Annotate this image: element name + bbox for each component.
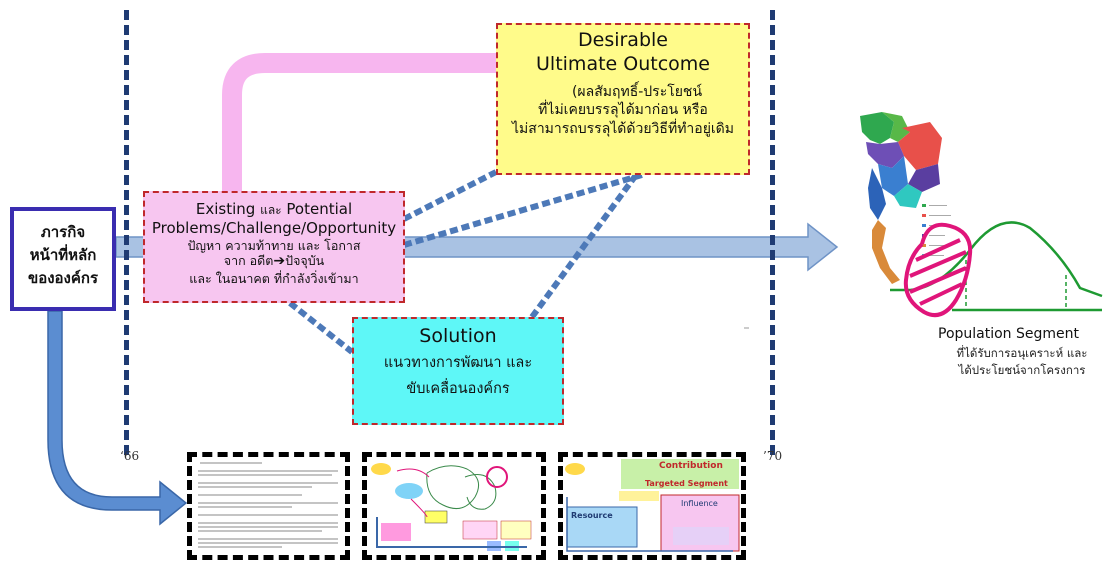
contribution-label: Contribution: [659, 461, 723, 471]
map-region-central2: [878, 156, 908, 196]
document-lines: [198, 462, 338, 548]
thumbnail-contribution: Contribution Targeted Segment Resource I…: [558, 452, 746, 560]
dotted-connector: [402, 169, 498, 222]
year-end-label: ’70: [763, 449, 783, 463]
outcome-title: Desirable: [578, 29, 668, 51]
problems-past: จาก อดีต: [223, 253, 274, 269]
problems-existing: Existing: [195, 200, 261, 218]
mission-line: ขององค์กร: [27, 268, 99, 287]
contribution-diagram: [565, 459, 740, 552]
problems-and: และ: [260, 203, 282, 217]
map-region-northeast2: [908, 164, 940, 192]
problems-box: Existing และ Potential Problems/Challeng…: [143, 191, 405, 303]
problems-subheading: Problems/Challenge/Opportunity: [151, 218, 397, 237]
arrow-right-icon: ➔: [273, 253, 286, 270]
timeline-end-line: [770, 10, 775, 455]
influence-label: Influence: [681, 499, 718, 508]
problems-thai-line: และ ในอนาคต ที่กำลังวิ่งเข้ามา: [189, 270, 359, 286]
map-region-west: [868, 168, 886, 220]
solution-sub: แนวทางการพัฒนา และ: [383, 354, 533, 371]
down-curve-arrow: [47, 310, 188, 526]
dotted-connector: [529, 173, 639, 319]
dotted-connector: [403, 172, 643, 248]
thailand-map: [860, 112, 951, 284]
year-start-label: ‘66: [120, 449, 140, 463]
problems-thai-line: จาก อดีต➔ปัจจุบัน: [145, 253, 403, 271]
segment-title: Population Segment: [938, 326, 1080, 342]
map-region-east: [894, 184, 922, 208]
targeted-segment-label: Targeted Segment: [645, 479, 728, 488]
outcome-sub: ไม่สามารถบรรลุได้ด้วยวิธีที่ทำอยู่เดิม: [512, 121, 734, 138]
thumbnail-diagram-sketch: [362, 452, 546, 560]
problems-present: ปัจจุบัน: [285, 253, 325, 269]
sketch-diagram: [371, 463, 532, 551]
problems-thai-line: ปัญหา ความท้าทาย และ โอกาส: [187, 237, 361, 253]
segment-subtitle: ที่ได้รับการอนุเคราะห์ และ ได้ประโยชน์จา…: [947, 345, 1097, 380]
mission-line: ภารกิจ: [40, 223, 86, 241]
segment-sub-line: ที่ได้รับการอนุเคราะห์ และ: [956, 346, 1088, 360]
map-region-south: [872, 220, 900, 284]
outcome-title: Ultimate Outcome: [536, 52, 710, 75]
population-curve: [890, 221, 1103, 317]
timeline-start-line: [124, 10, 129, 455]
thumbnail-document: [187, 452, 350, 560]
map-region-north2: [882, 112, 910, 142]
map-region-north: [860, 112, 894, 144]
map-region-northeast: [898, 122, 942, 170]
segment-sub-line: ได้ประโยชน์จากโครงการ: [958, 363, 1086, 378]
mission-line: หน้าที่หลัก: [29, 245, 97, 264]
pink-connector: [222, 53, 498, 192]
problems-heading: Existing และ Potential: [145, 200, 403, 219]
outcome-sub: ที่ไม่เคยบรรลุได้มาก่อน หรือ: [538, 102, 708, 119]
dotted-connector: [288, 300, 354, 355]
mission-box: ภารกิจ หน้าที่หลัก ขององค์กร: [10, 207, 116, 311]
outcome-box: Desirable Ultimate Outcome (ผลสัมฤทธิ์-ป…: [496, 23, 750, 175]
solution-title: Solution: [419, 325, 497, 347]
outcome-sub: (ผลสัมฤทธิ์-ประโยชน์: [571, 83, 703, 100]
scribble-highlight-icon: [903, 222, 973, 317]
resource-label: Resource: [571, 511, 613, 520]
map-region-central: [866, 142, 904, 168]
solution-box: Solution แนวทางการพัฒนา และ ขับเคลื่อนอง…: [352, 317, 564, 425]
solution-sub: ขับเคลื่อนองค์กร: [406, 380, 510, 397]
problems-potential: Potential: [281, 200, 353, 218]
